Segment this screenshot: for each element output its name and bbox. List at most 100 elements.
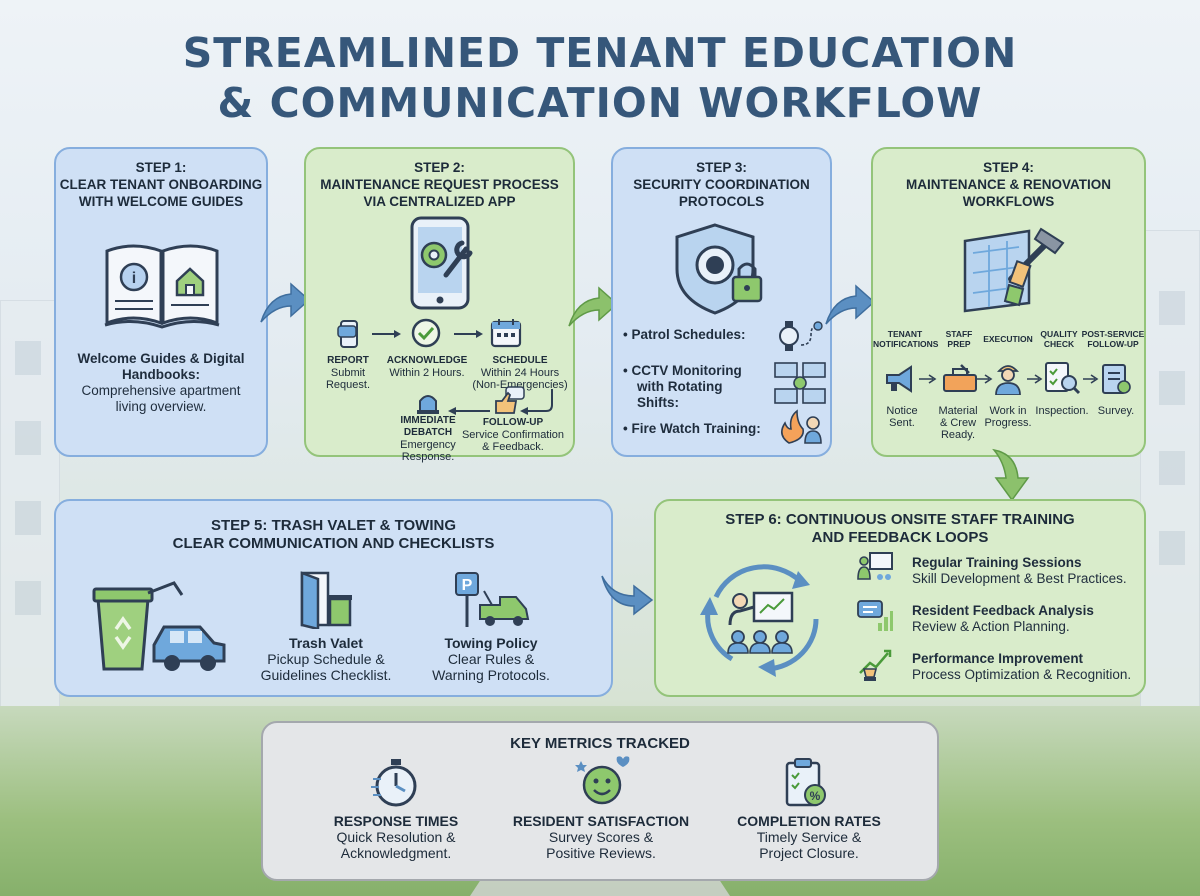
fire-guard-icon: [781, 409, 822, 444]
phase3-desc-line1: Work in: [989, 405, 1027, 417]
step4-heading: STEP 4: MAINTENANCE & RENOVATION WORKFLO…: [873, 159, 1144, 210]
recycle-bin-car-icon: [92, 581, 226, 671]
background-building-left: [0, 300, 60, 720]
cctv-label-line2: with Rotating: [637, 379, 723, 394]
patrol-label: Patrol Schedules:: [631, 327, 746, 342]
step3-heading-line2: PROTOCOLS: [678, 194, 765, 209]
flow-report-line1: Submit: [330, 367, 366, 379]
phase-notifications-desc: Notice Sent.: [877, 405, 927, 429]
step1-heading-line1: CLEAR TENANT ONBOARDING: [59, 177, 263, 192]
step1-bold-line1: Welcome Guides & Digital: [77, 351, 245, 366]
flow-schedule-line2: (Non-Emergencies): [472, 379, 568, 391]
phone-gear-wrench-icon: [410, 216, 473, 310]
phase-followup-title: POST-SERVICE FOLLOW-UP: [1081, 329, 1145, 349]
step3-item-firewatch: • Fire Watch Training:: [623, 421, 761, 436]
flow-arrow-3-4: [825, 284, 876, 325]
flow-schedule-title: SCHEDULE: [492, 355, 548, 366]
worker-icon: [995, 365, 1021, 395]
flow-followup-title: FOLLOW-UP: [482, 417, 544, 428]
shield-camera-lock-icon: [675, 223, 763, 315]
blueprint-hammer-brush-icon: [963, 227, 1065, 313]
phase2-title-line2: PREP: [947, 339, 971, 349]
flow-followup-line1: Service Confirmation: [461, 429, 565, 441]
phase5-title-line2: FOLLOW-UP: [1087, 339, 1139, 349]
step3-card: STEP 3: SECURITY COORDINATION PROTOCOLS …: [611, 147, 832, 457]
watch-route-icon: [779, 321, 823, 351]
step6-card: STEP 6: CONTINUOUS ONSITE STAFF TRAINING…: [654, 499, 1146, 697]
phase1-title-line1: TENANT: [887, 329, 923, 339]
training-cycle-icon: [700, 564, 819, 677]
checklist-magnifier-icon: [1045, 362, 1081, 395]
resident-satisfaction-line1: Survey Scores &: [548, 829, 654, 845]
title-line-1: STREAMLINED TENANT EDUCATION: [182, 29, 1018, 77]
flow-report-line2: Request.: [325, 379, 371, 391]
step1-card: STEP 1: CLEAR TENANT ONBOARDING WITH WEL…: [54, 147, 268, 457]
flow-followup-line2: & Feedback.: [482, 441, 544, 453]
resident-satisfaction-line2: Positive Reviews.: [546, 845, 656, 861]
flow-step-acknowledge: ACKNOWLEDGE Within 2 Hours.: [384, 355, 470, 379]
metrics-heading: KEY METRICS TRACKED: [510, 735, 690, 752]
clipboard-percent-icon: %: [785, 758, 826, 807]
performance-improvement-title: Performance Improvement: [912, 651, 1084, 666]
feedback-analysis-title: Resident Feedback Analysis: [912, 603, 1094, 618]
step2-heading-line1: MAINTENANCE REQUEST PROCESS: [320, 177, 559, 192]
step2-arrow-ack-schedule: [454, 330, 483, 338]
svg-text:%: %: [810, 789, 821, 803]
step1-heading-line2: WITH WELCOME GUIDES: [78, 194, 244, 209]
feedback-analysis-desc: Review & Action Planning.: [912, 619, 1070, 634]
door-bin-icon: [300, 571, 352, 629]
phase5-title-line1: POST-SERVICE: [1081, 329, 1145, 339]
step6-heading-line2: AND FEEDBACK LOOPS: [811, 529, 989, 546]
step1-label: STEP 1:: [135, 160, 187, 175]
step2-arrow-report-ack: [372, 330, 401, 338]
step2-heading: STEP 2: MAINTENANCE REQUEST PROCESS VIA …: [306, 159, 573, 210]
step5-heading-line1: STEP 5: TRASH VALET & TOWING: [210, 517, 457, 534]
resident-satisfaction-title: RESIDENT SATISFACTION: [512, 813, 690, 829]
cctv-label-line1: CCTV Monitoring: [631, 363, 742, 378]
survey-icon: [1102, 364, 1131, 394]
metric-resident-satisfaction: RESIDENT SATISFACTION Survey Scores & Po…: [501, 813, 701, 861]
phase-execution-desc: Work in Progress.: [983, 405, 1033, 429]
presenter-icon: [857, 552, 893, 580]
step1-desc-line1: Comprehensive apartment: [81, 383, 241, 398]
step1-description: Welcome Guides & Digital Handbooks: Comp…: [56, 351, 266, 415]
step2-heading-line2: VIA CENTRALIZED APP: [363, 194, 516, 209]
flow-step-dispatch: IMMEDIATE DEBATCH Emergency Response.: [388, 415, 468, 463]
phase3-desc-line2: Progress.: [984, 417, 1032, 429]
check-clock-icon: [411, 318, 441, 348]
trash-valet-line1: Pickup Schedule &: [267, 651, 385, 667]
step3-item-cctv: • CCTV Monitoring with Rotating Shifts:: [623, 363, 742, 410]
towing-policy-line1: Clear Rules &: [447, 651, 535, 667]
background-building-right: [1140, 230, 1200, 720]
step3-heading-line1: SECURITY COORDINATION: [633, 177, 810, 192]
phase-prep-title: STAFF PREP: [937, 329, 981, 349]
phase-quality-title: QUALITY CHECK: [1033, 329, 1085, 349]
step5-heading-line2: CLEAR COMMUNICATION AND CHECKLISTS: [172, 535, 495, 552]
trophy-growth-icon: [859, 649, 892, 681]
response-times-line2: Acknowledgment.: [340, 845, 452, 861]
flow-report-title: REPORT: [327, 355, 369, 366]
phase-arrows: [919, 374, 1099, 384]
flow-dispatch-title-line1: IMMEDIATE: [400, 415, 456, 426]
response-times-line1: Quick Resolution &: [336, 829, 456, 845]
completion-rates-line1: Timely Service &: [756, 829, 862, 845]
step3-label: STEP 3:: [696, 160, 747, 175]
phase1-desc-line1: Notice: [886, 405, 918, 417]
towing-policy-text: Towing Policy Clear Rules & Warning Prot…: [416, 635, 566, 683]
phase4-title-line1: QUALITY: [1040, 329, 1078, 339]
step6-heading: STEP 6: CONTINUOUS ONSITE STAFF TRAINING…: [656, 511, 1144, 547]
title-line-2: & COMMUNICATION WORKFLOW: [217, 79, 983, 127]
completion-rates-title: COMPLETION RATES: [737, 813, 881, 829]
flow-arrow-4-6: [992, 448, 1030, 502]
phase4-title-line2: CHECK: [1043, 339, 1075, 349]
monitors-icon: [774, 362, 826, 404]
training-sessions-title: Regular Training Sessions: [912, 555, 1082, 570]
trash-valet-text: Trash Valet Pickup Schedule & Guidelines…: [246, 635, 406, 683]
phase2-desc-line3: Ready.: [940, 429, 976, 441]
step4-card: STEP 4: MAINTENANCE & RENOVATION WORKFLO…: [871, 147, 1146, 457]
flow-ack-title: ACKNOWLEDGE: [386, 355, 468, 366]
flow-arrow-5-6: [601, 575, 654, 616]
step5-heading: STEP 5: TRASH VALET & TOWING CLEAR COMMU…: [56, 517, 611, 553]
open-handbook-icon: i: [104, 244, 220, 329]
performance-improvement-desc: Process Optimization & Recognition.: [912, 667, 1132, 682]
